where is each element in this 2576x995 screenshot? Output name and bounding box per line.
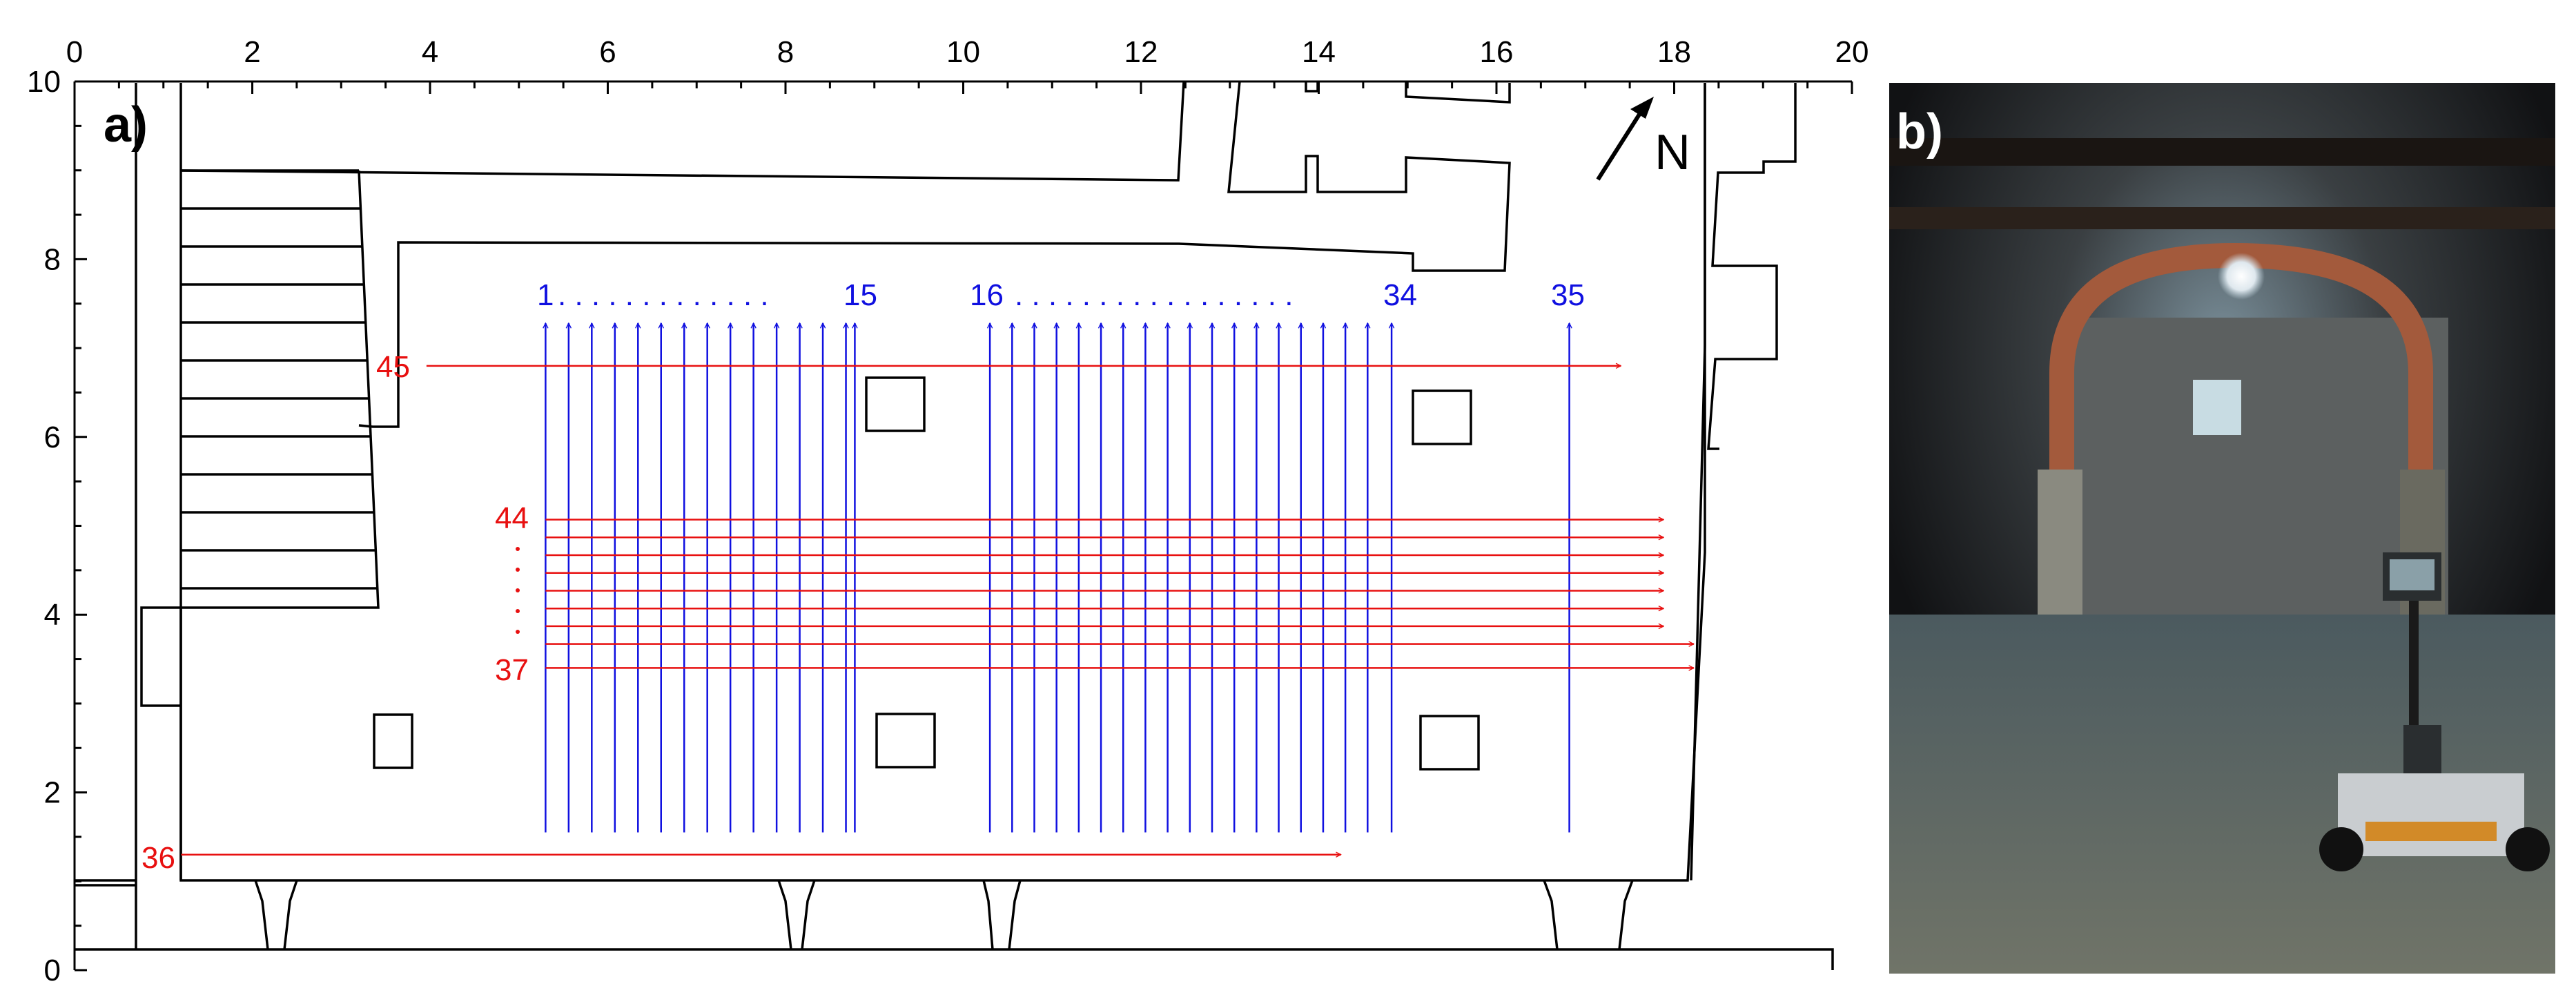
floor-plan: [75, 81, 1834, 970]
x-tick-label: 16: [1480, 35, 1514, 69]
east-wall-inner: [1690, 83, 1706, 881]
panel-a-label: a): [104, 97, 148, 153]
profile-label-44: 44: [495, 501, 529, 535]
x-tick-label: 2: [244, 35, 260, 69]
pillar: [373, 713, 413, 769]
gpr-cart: [2319, 552, 2550, 871]
north-cap: [1305, 81, 1319, 93]
profile-dots-group1: . . . . . . . . . . . . .: [558, 278, 769, 312]
corridor-wall-right-cut: [1405, 81, 1511, 104]
panel-b-label: b): [1896, 104, 1943, 160]
y-tick-label: 4: [44, 598, 61, 632]
north-label: N: [1655, 125, 1690, 180]
panel-b-photo: b): [1889, 83, 2555, 974]
profile-label-16: 16: [970, 278, 1004, 312]
profile-label-36: 36: [142, 841, 175, 875]
vertical-profiles: [545, 323, 1569, 833]
east-wall: [1707, 83, 1797, 450]
y-tick-labels: 0 2 4 6 8 10: [27, 65, 61, 987]
stair-block: [140, 170, 380, 880]
profile-label-15: 15: [843, 278, 877, 312]
y-tick-label: 6: [44, 421, 61, 454]
corridor-wall-top: [180, 81, 1511, 428]
buttress: [254, 880, 298, 950]
stair-steps: [181, 169, 378, 590]
y-tick-label: 0: [44, 954, 61, 987]
profile-dots-vertical: [516, 547, 520, 634]
x-tick-label: 10: [946, 35, 980, 69]
x-tick-label: 6: [599, 35, 616, 69]
pillar: [1419, 715, 1480, 771]
buttress: [1543, 880, 1634, 950]
x-tick-label: 20: [1835, 35, 1869, 69]
x-tick-label: 8: [777, 35, 794, 69]
pillar: [865, 376, 926, 432]
buttress: [982, 880, 1022, 950]
y-tick-label: 10: [27, 65, 61, 99]
profile-label-45: 45: [376, 350, 410, 384]
x-ticks: [73, 81, 1853, 94]
x-tick-label: 12: [1124, 35, 1158, 69]
north-arrow-shaft: [1596, 102, 1648, 181]
x-tick-label: 4: [422, 35, 438, 69]
north-arrow-head: [1630, 97, 1654, 119]
pillar: [1412, 389, 1472, 445]
y-tick-label: 2: [44, 776, 61, 810]
y-tick-label: 8: [44, 242, 61, 276]
x-tick-label: 0: [66, 35, 83, 69]
x-tick-label: 18: [1657, 35, 1691, 69]
photo-illustration: [1889, 83, 2555, 974]
profile-label-37: 37: [495, 653, 529, 687]
profile-label-35: 35: [1551, 278, 1585, 312]
north-arrow: N: [1596, 97, 1690, 181]
axes: 0 2 4 6 8 10 12 14 16 18 20 0 2 4 6 8 10: [27, 35, 1868, 987]
pillar: [875, 713, 936, 769]
profile-label-34: 34: [1383, 278, 1417, 312]
buttress: [777, 880, 816, 950]
profile-label-1: 1: [537, 278, 554, 312]
horizontal-profiles: [181, 366, 1694, 855]
y-ticks: [75, 80, 87, 972]
x-tick-label: 14: [1302, 35, 1336, 69]
outer-wall: [75, 83, 1834, 970]
profile-dots-group2: . . . . . . . . . . . . . . . . .: [1015, 278, 1293, 312]
x-tick-labels: 0 2 4 6 8 10 12 14 16 18 20: [66, 35, 1869, 69]
